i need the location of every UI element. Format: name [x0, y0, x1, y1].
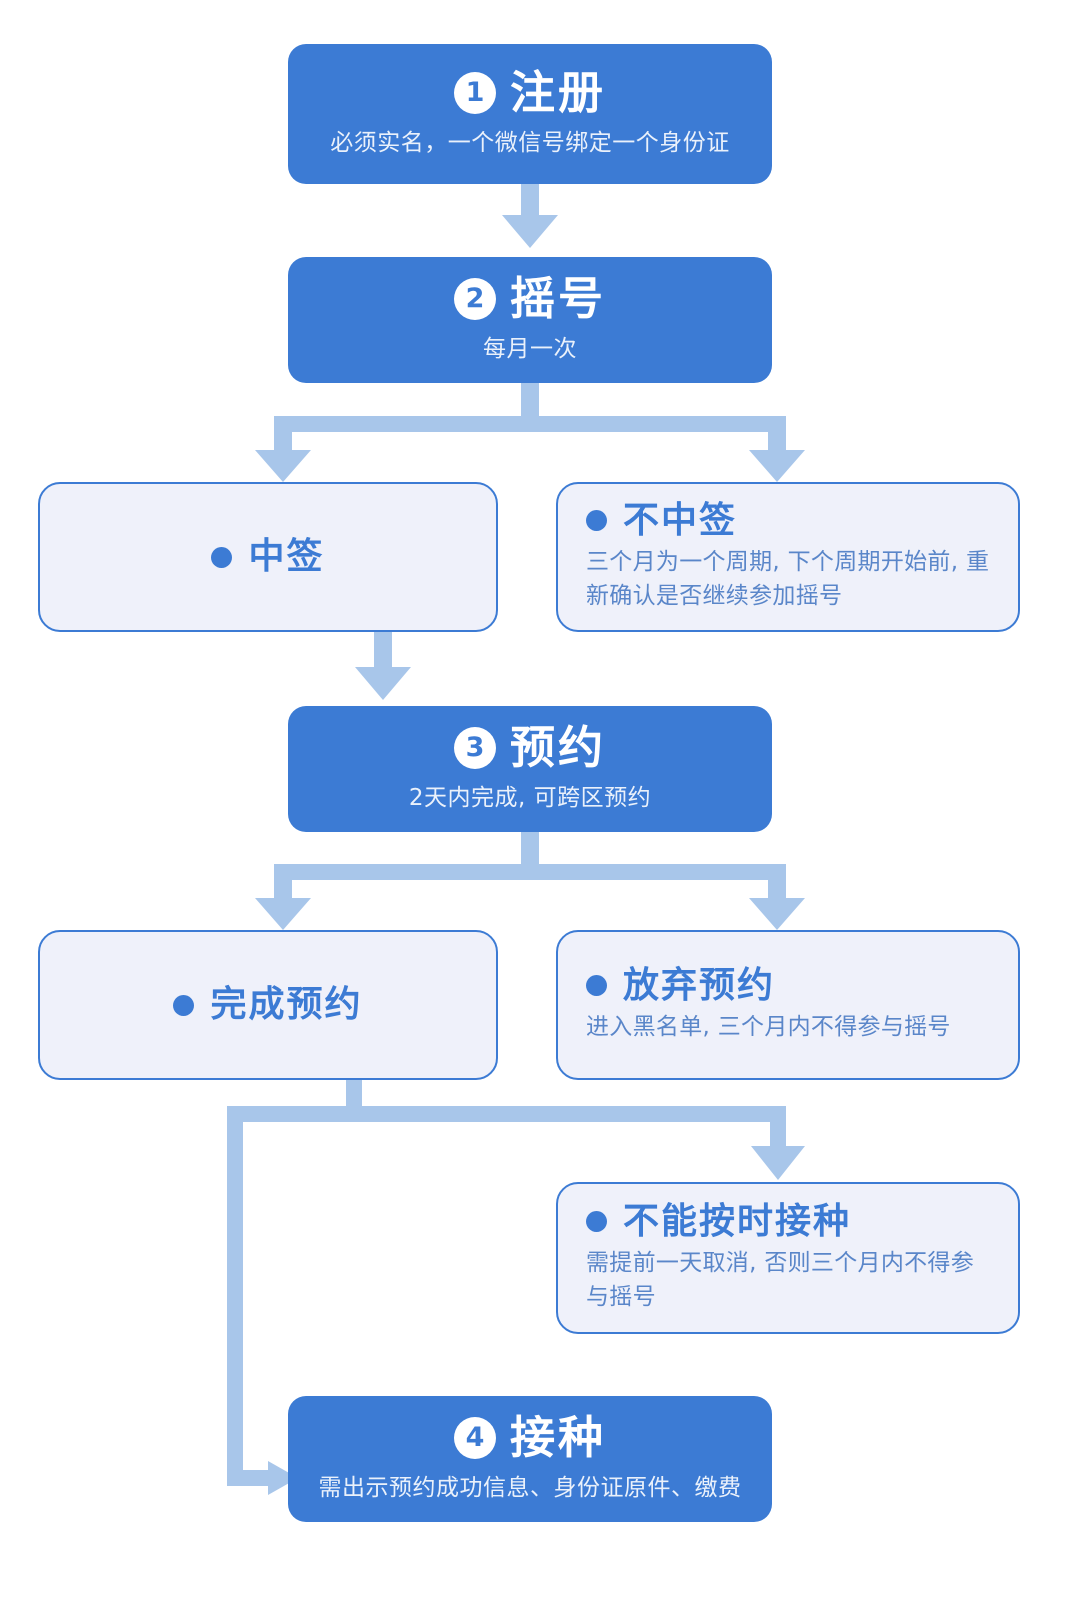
outcome-header: 完成预约	[173, 985, 362, 1025]
outcome-title: 不中签	[623, 499, 738, 541]
step-header: 3 预约	[453, 721, 606, 775]
outcome-header: 不中签	[586, 501, 737, 541]
connector-step2-fork	[255, 382, 805, 482]
outcome-title: 完成预约	[210, 984, 363, 1026]
step-header: 2 摇号	[453, 272, 606, 326]
outcome-header: 中签	[211, 537, 324, 577]
outcome-subtitle: 需提前一天取消, 否则三个月内不得参与摇号	[586, 1250, 975, 1310]
step-header: 4 接种	[453, 1411, 606, 1465]
step-box-register[interactable]: 1 注册 必须实名，一个微信号绑定一个身份证	[288, 44, 772, 184]
outcome-box-missed-vaccination[interactable]: 不能按时接种 需提前一天取消, 否则三个月内不得参与摇号	[556, 1182, 1020, 1334]
step-number-badge: 1	[453, 72, 496, 115]
connector-win-step3	[355, 632, 411, 700]
outcome-title: 不能按时接种	[623, 1200, 852, 1242]
step-subtitle: 每月一次	[483, 335, 577, 362]
bullet-dot-icon	[173, 994, 195, 1016]
step-title: 接种	[509, 1411, 606, 1465]
step-box-vaccination[interactable]: 4 接种 需出示预约成功信息、身份证原件、缴费	[288, 1396, 772, 1522]
outcome-subtitle: 进入黑名单, 三个月内不得参与摇号	[586, 1014, 951, 1041]
step-number-badge: 4	[453, 1417, 496, 1460]
bullet-dot-icon	[211, 546, 233, 568]
connector-step3-fork	[255, 832, 805, 930]
connector-step1-step2	[502, 182, 558, 248]
step-title: 注册	[509, 66, 606, 120]
step-number-badge: 3	[453, 727, 496, 770]
step-subtitle: 必须实名，一个微信号绑定一个身份证	[330, 129, 730, 156]
outcome-box-lost-lottery[interactable]: 不中签 三个月为一个周期, 下个周期开始前, 重新确认是否继续参加摇号	[556, 482, 1020, 632]
bullet-dot-icon	[586, 1211, 607, 1233]
outcome-header: 不能按时接种	[586, 1202, 851, 1242]
step-box-lottery[interactable]: 2 摇号 每月一次	[288, 257, 772, 383]
outcome-header: 放弃预约	[586, 964, 776, 1006]
outcome-title: 放弃预约	[623, 964, 776, 1006]
step-subtitle: 2天内完成, 可跨区预约	[408, 784, 652, 811]
step-box-appointment[interactable]: 3 预约 2天内完成, 可跨区预约	[288, 706, 772, 832]
bullet-dot-icon	[586, 974, 607, 996]
step-title: 摇号	[509, 272, 606, 326]
step-title: 预约	[509, 721, 606, 775]
outcome-title: 中签	[248, 536, 325, 578]
bullet-dot-icon	[586, 510, 607, 532]
outcome-box-abandon-booking[interactable]: 放弃预约 进入黑名单, 三个月内不得参与摇号	[556, 930, 1020, 1080]
outcome-subtitle: 三个月为一个周期, 下个周期开始前, 重新确认是否继续参加摇号	[586, 549, 990, 609]
step-number-badge: 2	[453, 278, 496, 321]
step-subtitle: 需出示预约成功信息、身份证原件、缴费	[318, 1474, 742, 1501]
outcome-box-won-lottery[interactable]: 中签	[38, 482, 498, 632]
outcome-box-booking-complete[interactable]: 完成预约	[38, 930, 498, 1080]
step-header: 1 注册	[453, 66, 606, 120]
